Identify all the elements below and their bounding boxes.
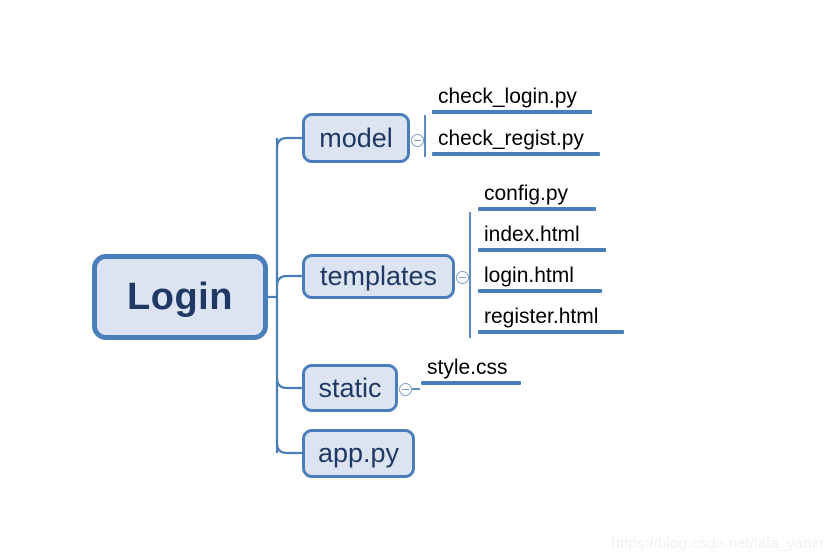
leaf-item-register-html[interactable]: register.html [478,305,624,335]
leaf-underline [432,110,592,115]
leaf-underline [478,248,606,253]
branch-node-model[interactable]: model [302,113,410,163]
edge-to-static [275,377,302,390]
branch-node-templates[interactable]: templates [302,254,455,299]
leaf-label: index.html [484,223,580,246]
root-node-label: Login [127,275,233,318]
collapse-toggle-icon-templates[interactable] [456,271,469,284]
leaf-underline [478,207,596,212]
branch-node-app-py[interactable]: app.py [302,429,415,478]
branch-node-label: model [319,122,393,153]
leaf-label: style.css [427,356,508,379]
edge-to-templates [275,274,302,287]
watermark: https://blog.csdn.net/lala_yanzi [611,535,823,552]
leaf-label: config.py [484,182,569,205]
leaf-item-index-html[interactable]: index.html [478,223,606,253]
root-node[interactable]: Login [92,254,268,340]
leaf-underline [478,289,602,294]
leaf-item-check-regist[interactable]: check_regist.py [432,127,600,157]
leaf-label: check_login.py [438,85,577,108]
branch-node-static[interactable]: static [302,364,398,412]
leaf-item-config-py[interactable]: config.py [478,182,596,212]
edge-to-apppy [275,442,302,455]
branch-node-label: app.py [317,438,400,468]
branch-node-label: templates [319,261,438,291]
edge-to-model [275,136,302,149]
collapse-toggle-icon-static[interactable] [399,383,412,396]
leaf-label: check_regist.py [438,127,584,150]
branch-node-label: static [318,372,382,403]
leaf-underline [432,152,600,157]
leaf-underline [478,330,624,335]
leaf-item-login-html[interactable]: login.html [478,264,602,294]
leaf-item-check-login[interactable]: check_login.py [432,85,592,115]
leaf-label: login.html [484,264,574,287]
leaf-underline [421,381,521,386]
leaf-item-style-css[interactable]: style.css [421,356,521,386]
collapse-toggle-icon-model[interactable] [411,134,424,147]
leaf-label: register.html [484,305,599,328]
